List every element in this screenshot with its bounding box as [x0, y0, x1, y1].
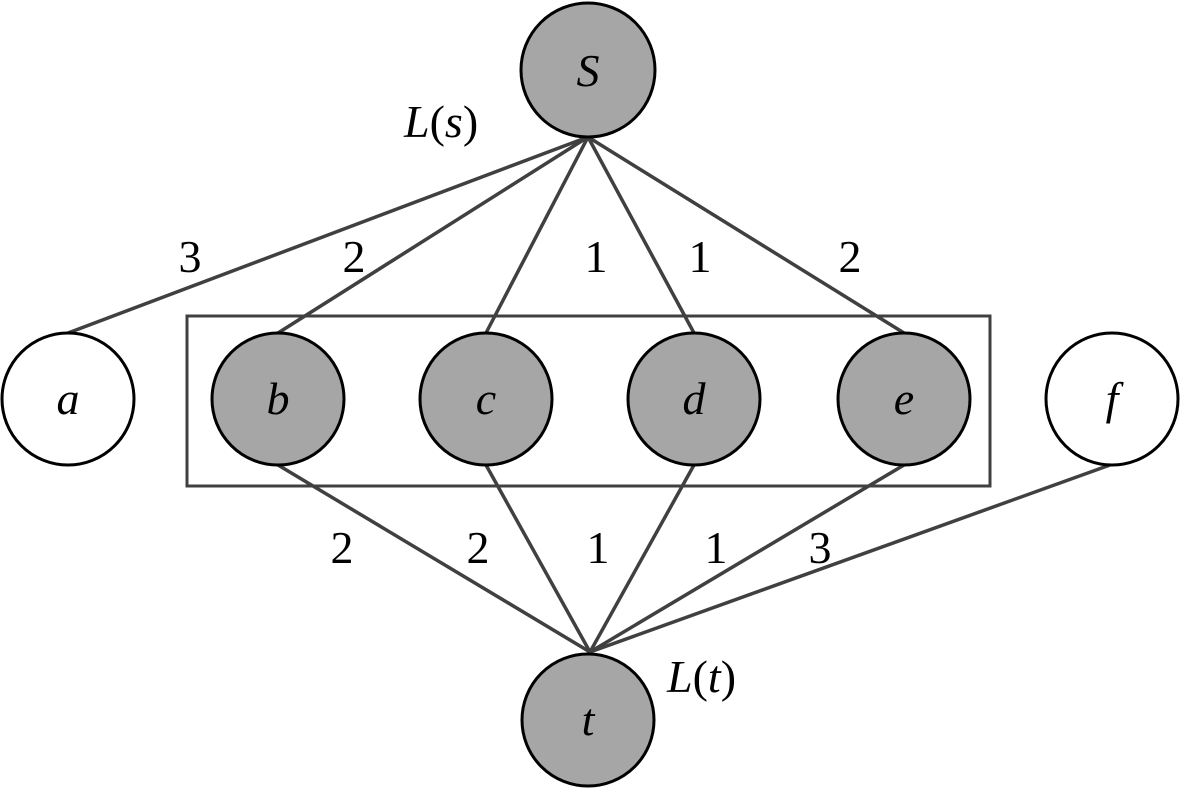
- node-d: d: [626, 331, 762, 467]
- node-a-label: a: [57, 373, 80, 424]
- annotation-l-t: L(t): [666, 651, 736, 702]
- weight-s-c: 1: [585, 231, 608, 282]
- edge-e-t: [589, 463, 905, 654]
- edge-s-e: [587, 135, 905, 335]
- node-e: e: [836, 331, 972, 467]
- node-f-circle: [1044, 331, 1180, 467]
- weight-s-e: 2: [839, 231, 862, 282]
- weight-s-a: 3: [179, 231, 202, 282]
- annotation-l-t-close: ): [721, 651, 736, 702]
- edge-c-t: [484, 464, 592, 653]
- node-t-circle: [520, 652, 656, 788]
- node-a: a: [0, 331, 136, 467]
- edge-s-d: [586, 136, 696, 334]
- node-a-circle: [0, 331, 136, 467]
- annotation-l-t-open: (: [693, 651, 708, 702]
- edge-s-a: [67, 135, 589, 335]
- weight-f-t: 3: [809, 522, 832, 573]
- node-c-circle: [418, 331, 554, 467]
- weight-e-t: 1: [705, 522, 728, 573]
- annotation-l-s-var: s: [445, 96, 463, 147]
- node-b: b: [210, 331, 346, 467]
- node-t: t: [520, 652, 656, 788]
- node-d-label: d: [683, 373, 707, 424]
- edge-s-c: [484, 136, 590, 334]
- node-d-circle: [626, 331, 762, 467]
- weight-d-t: 1: [587, 522, 610, 573]
- annotation-l-t-var: t: [708, 651, 722, 702]
- node-c-label: c: [476, 373, 496, 424]
- edge-f-t: [589, 463, 1111, 654]
- node-s-label: S: [577, 45, 600, 96]
- weight-s-b: 2: [343, 231, 366, 282]
- node-f: f: [1044, 331, 1180, 467]
- node-b-circle: [210, 331, 346, 467]
- node-t-label: t: [582, 694, 596, 745]
- weight-s-d: 1: [689, 231, 712, 282]
- annotation-l-s-open: (: [430, 96, 445, 147]
- edge-b-t: [277, 463, 591, 654]
- node-s: S: [519, 1, 657, 139]
- annotation-l-s-close: ): [463, 96, 478, 147]
- node-c: c: [418, 331, 554, 467]
- node-s-circle: [519, 1, 657, 139]
- edges: [67, 135, 1111, 654]
- node-e-circle: [836, 331, 972, 467]
- edge-d-t: [588, 464, 696, 653]
- node-b-label: b: [267, 373, 290, 424]
- edge-s-b: [277, 135, 589, 335]
- weight-b-t: 2: [331, 522, 354, 573]
- weight-c-t: 2: [467, 522, 490, 573]
- node-e-label: e: [894, 373, 914, 424]
- annotation-l-s: L(s): [403, 96, 478, 147]
- edge-weights: 3 2 1 1 2 2 2 1 1 3: [179, 231, 862, 573]
- annotation-l-s-name: L: [403, 96, 430, 147]
- highlight-frame: [185, 314, 992, 488]
- annotation-l-t-name: L: [666, 651, 693, 702]
